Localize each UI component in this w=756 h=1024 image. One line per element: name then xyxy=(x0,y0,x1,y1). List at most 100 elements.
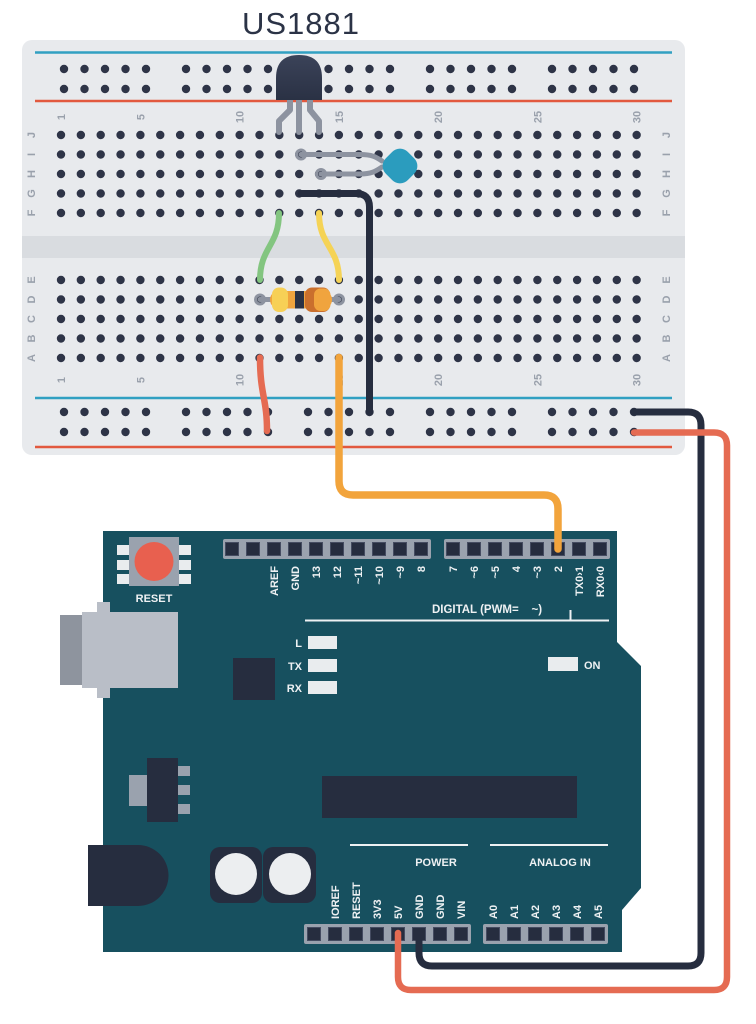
rail-hole xyxy=(629,64,639,74)
reset-button-cap[interactable] xyxy=(134,542,174,581)
breadboard-hole xyxy=(96,334,105,343)
reset-button[interactable] xyxy=(117,537,191,586)
row-letter-left: G xyxy=(26,189,38,198)
header-pin[interactable] xyxy=(509,542,523,556)
breadboard-hole xyxy=(295,275,304,285)
resistor-hole-right xyxy=(333,293,345,306)
breadboard-hole xyxy=(473,275,483,285)
breadboard-hole xyxy=(235,169,244,179)
header-pin[interactable] xyxy=(330,542,344,556)
header-pin[interactable] xyxy=(246,542,260,556)
breadboard-hole xyxy=(572,314,582,324)
column-number-top: 5 xyxy=(135,114,147,120)
header-pin[interactable] xyxy=(414,542,428,556)
header-pin[interactable] xyxy=(288,542,302,556)
breadboard-hole xyxy=(394,334,403,343)
pin-label: ~3 xyxy=(532,566,544,579)
header-pin[interactable] xyxy=(351,542,365,556)
digital-section-label: DIGITAL (PWM= ~) xyxy=(432,604,542,616)
breadboard-hole xyxy=(612,150,621,159)
arduino-uno-board xyxy=(103,531,641,952)
rail-hole xyxy=(263,84,273,94)
header-pin[interactable] xyxy=(307,927,321,941)
header-pin[interactable] xyxy=(393,542,407,556)
breadboard-hole xyxy=(513,189,522,198)
header-pin[interactable] xyxy=(433,927,447,941)
breadboard-hole xyxy=(493,189,502,198)
breadboard-hole xyxy=(96,353,105,363)
breadboard-hole xyxy=(56,314,66,324)
header-pin[interactable] xyxy=(572,542,586,556)
rail-hole xyxy=(507,407,517,417)
breadboard-hole xyxy=(453,275,463,285)
breadboard-hole xyxy=(433,314,443,324)
pin-label: A1 xyxy=(509,905,521,919)
breadboard-hole xyxy=(414,295,423,304)
pin-label: ~10 xyxy=(374,566,386,585)
breadboard-hole xyxy=(553,130,562,140)
header-pin[interactable] xyxy=(328,927,342,941)
breadboard-hole xyxy=(414,169,423,179)
row-letter-right: D xyxy=(661,295,673,303)
rail-hole xyxy=(446,84,455,94)
header-pin[interactable] xyxy=(530,542,544,556)
breadboard-hole xyxy=(414,189,423,198)
breadboard-hole xyxy=(96,295,105,304)
header-pin[interactable] xyxy=(549,927,563,941)
rail-hole xyxy=(609,407,618,417)
breadboard-hole xyxy=(116,150,125,159)
rail-hole xyxy=(487,427,496,437)
header-pin[interactable] xyxy=(225,542,239,556)
breadboard-hole xyxy=(374,334,383,343)
header-pin[interactable] xyxy=(370,927,384,941)
breadboard-hole xyxy=(175,189,185,198)
breadboard-hole xyxy=(116,130,125,140)
header-pin[interactable] xyxy=(349,927,363,941)
breadboard-hole xyxy=(96,169,105,179)
rail-hole xyxy=(466,84,476,94)
breadboard-hole xyxy=(433,334,443,343)
header-pin[interactable] xyxy=(454,927,468,941)
breadboard-hole xyxy=(533,353,542,363)
header-pin[interactable] xyxy=(507,927,521,941)
row-letter-left: A xyxy=(26,354,38,362)
breadboard-hole xyxy=(295,353,304,363)
breadboard-hole xyxy=(533,314,542,324)
breadboard-hole xyxy=(374,130,383,140)
breadboard-hole xyxy=(493,150,502,159)
header-pin[interactable] xyxy=(446,542,460,556)
rail-hole xyxy=(222,64,232,74)
header-pin[interactable] xyxy=(372,542,386,556)
header-pin[interactable] xyxy=(467,542,481,556)
rail-hole xyxy=(121,84,130,94)
breadboard-hole xyxy=(156,208,165,218)
header-pin[interactable] xyxy=(591,927,605,941)
breadboard-hole xyxy=(235,208,244,218)
analog-header xyxy=(483,924,608,944)
rail-hole xyxy=(141,407,151,417)
breadboard-hole xyxy=(136,189,145,198)
header-pin[interactable] xyxy=(486,927,500,941)
pin-label: GND xyxy=(435,895,447,920)
page-title: US1881 xyxy=(242,6,360,41)
breadboard-hole xyxy=(156,189,165,198)
header-pin[interactable] xyxy=(267,542,281,556)
breadboard-hole xyxy=(195,275,205,285)
breadboard-hole xyxy=(453,150,463,159)
column-number-top: 1 xyxy=(56,114,68,120)
header-pin[interactable] xyxy=(570,927,584,941)
breadboard-hole xyxy=(215,169,224,179)
header-pin[interactable] xyxy=(488,542,502,556)
breadboard-hole xyxy=(76,130,86,140)
breadboard-hole xyxy=(533,169,542,179)
header-pin[interactable] xyxy=(528,927,542,941)
breadboard-hole xyxy=(612,130,621,140)
breadboard-hole xyxy=(96,275,105,285)
breadboard-hole xyxy=(56,208,66,218)
breadboard-hole xyxy=(394,189,403,198)
microcontroller-chip xyxy=(322,776,577,818)
breadboard-hole xyxy=(275,150,284,159)
header-pin[interactable] xyxy=(593,542,607,556)
header-pin[interactable] xyxy=(309,542,323,556)
breadboard-hole xyxy=(592,150,602,159)
